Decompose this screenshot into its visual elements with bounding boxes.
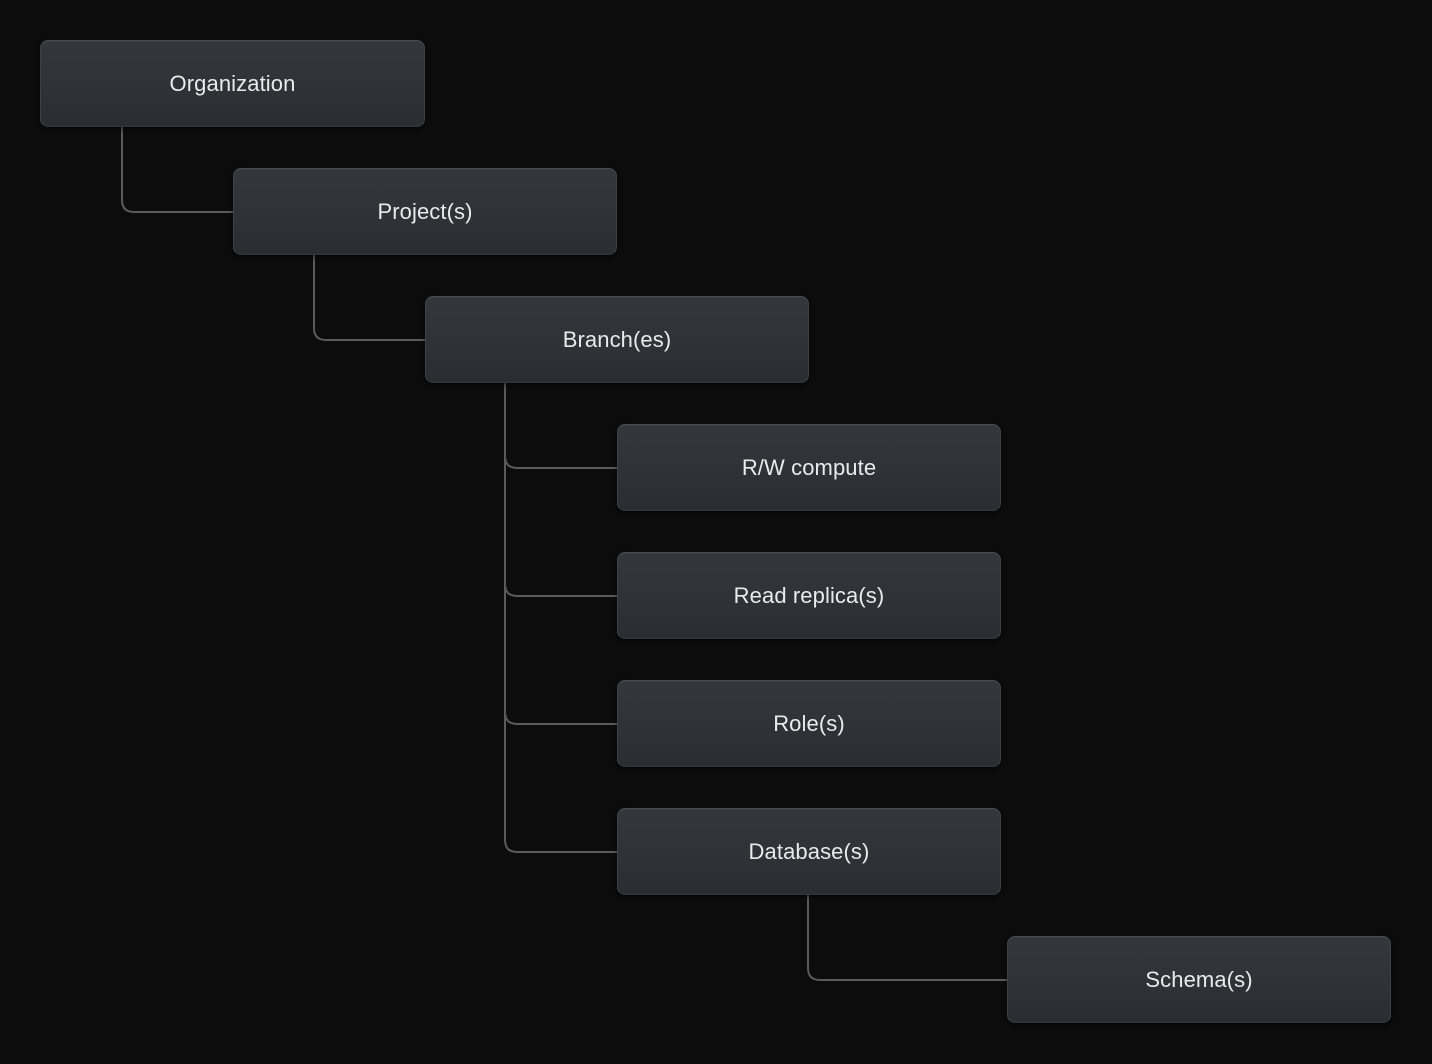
node-label-branch: Branch(es) xyxy=(562,326,672,352)
node-branch[interactable]: Branch(es) xyxy=(425,296,809,383)
node-database[interactable]: Database(s) xyxy=(617,808,1001,895)
node-rw-compute[interactable]: R/W compute xyxy=(617,424,1001,511)
node-label-rw-compute: R/W compute xyxy=(741,454,877,480)
node-organization[interactable]: Organization xyxy=(40,40,425,127)
node-label-organization: Organization xyxy=(169,70,296,96)
node-label-schema: Schema(s) xyxy=(1145,966,1253,992)
node-schema[interactable]: Schema(s) xyxy=(1007,936,1391,1023)
node-project[interactable]: Project(s) xyxy=(233,168,617,255)
node-label-project: Project(s) xyxy=(377,198,473,224)
node-label-read-replica: Read replica(s) xyxy=(733,582,885,608)
node-label-database: Database(s) xyxy=(748,838,870,864)
node-read-replica[interactable]: Read replica(s) xyxy=(617,552,1001,639)
node-role[interactable]: Role(s) xyxy=(617,680,1001,767)
node-label-role: Role(s) xyxy=(773,710,845,736)
